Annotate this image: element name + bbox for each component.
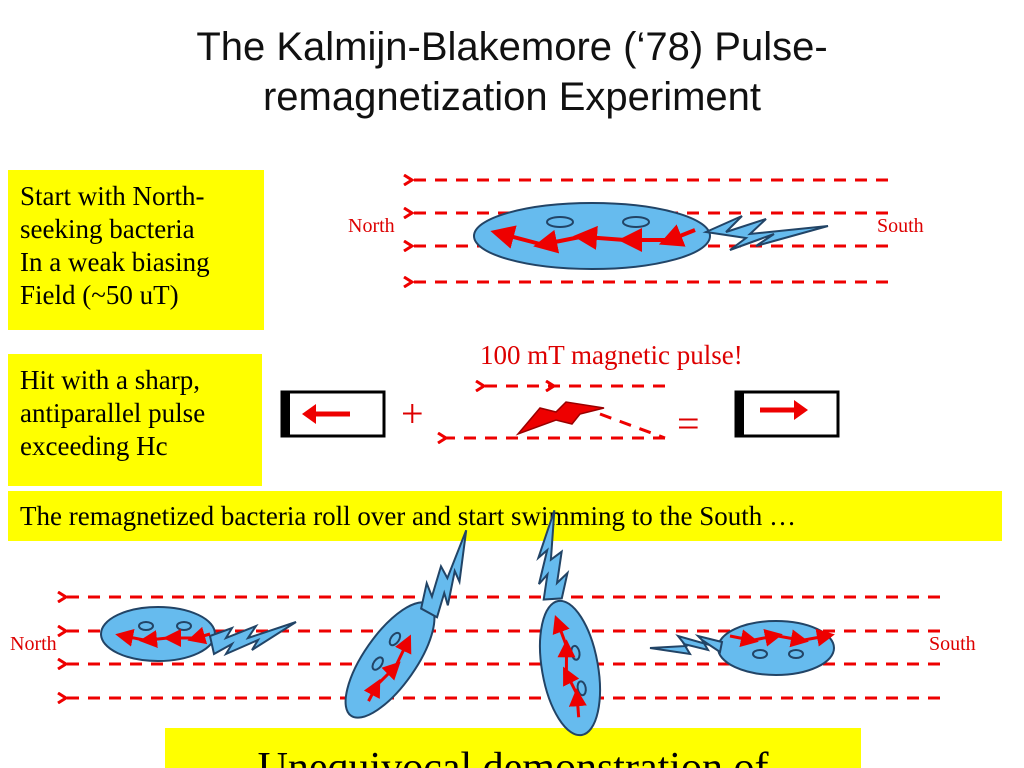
magnet-left [280,390,386,438]
plus-sign: + [401,391,424,436]
pulse-label: 100 mT magnetic pulse! [480,340,743,370]
step1-line: Start with North- [20,181,205,211]
north-label-bottom: North [10,633,57,655]
step2-line: exceeding Hc [20,431,168,461]
magnet-right [734,390,840,438]
bacterium-rotating-1 [344,529,468,719]
pulse-field-lines [440,386,666,438]
step1-textbox: Start with North- seeking bacteria In a … [8,170,264,330]
bacterium-north-facing [100,606,297,662]
step2-line: antiparallel pulse [20,398,206,428]
north-label-top: North [348,215,395,237]
bacterium-rotating-2 [536,509,601,737]
conclusion-textbox: Unequivocal demonstration of [165,728,861,768]
south-label-top: South [877,215,924,237]
bacterium-south-facing [649,620,835,676]
step1-line: In a weak biasing [20,247,210,277]
lightning-icon [515,401,605,436]
slide-title: The Kalmijn-Blakemore (‘78) Pulse- remag… [0,22,1024,122]
title-line-2: remagnetization Experiment [262,75,762,119]
step3-textbox: The remagnetized bacteria roll over and … [8,491,1002,541]
step1-line: seeking bacteria [20,214,195,244]
step1-line: Field (~50 uT) [20,280,179,310]
south-label-bottom: South [929,633,976,655]
step2-textbox: Hit with a sharp, antiparallel pulse exc… [8,354,262,486]
title-line-1: The Kalmijn-Blakemore (‘78) Pulse- [196,25,828,69]
step2-line: Hit with a sharp, [20,365,200,395]
top-bacterium [473,202,829,270]
equals-sign: = [677,401,700,446]
